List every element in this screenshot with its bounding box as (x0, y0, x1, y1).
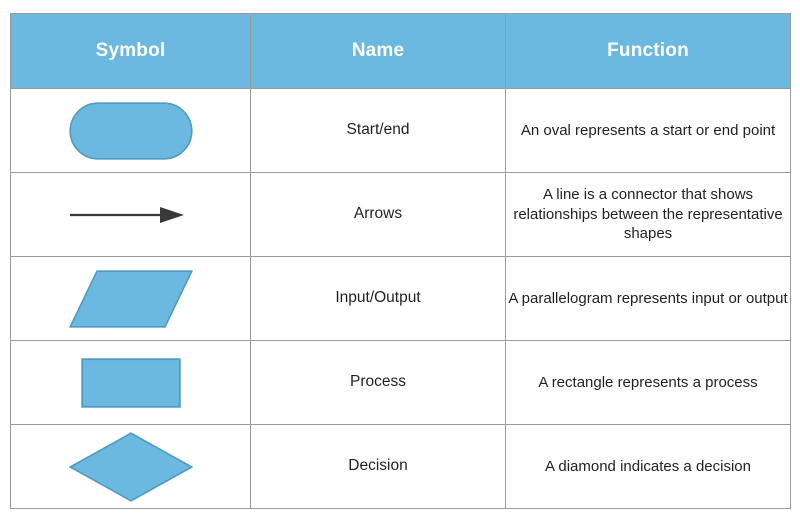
name-cell: Start/end (250, 88, 506, 173)
column-header-symbol: Symbol (10, 13, 251, 89)
rounded-rectangle-terminator-shape (68, 101, 193, 160)
diamond-shape (68, 431, 193, 502)
parallelogram-shape (68, 269, 193, 328)
table-header-row: Symbol Name Function (10, 13, 791, 89)
function-cell: A rectangle represents a process (505, 340, 791, 425)
table-header: Symbol Name Function (10, 13, 791, 89)
name-cell: Decision (250, 424, 506, 509)
function-cell: An oval represents a start or end point (505, 88, 791, 173)
table-body: Start/end An oval represents a start or … (10, 88, 791, 509)
symbol-cell (10, 424, 251, 509)
rectangle-shape (80, 357, 181, 408)
column-header-name: Name (250, 13, 506, 89)
table-row: Arrows A line is a connector that shows … (10, 172, 791, 257)
function-cell: A diamond indicates a decision (505, 424, 791, 509)
symbol-cell (10, 256, 251, 341)
name-cell: Input/Output (250, 256, 506, 341)
symbol-cell (10, 88, 251, 173)
name-cell: Process (250, 340, 506, 425)
name-cell: Arrows (250, 172, 506, 257)
symbol-cell (10, 340, 251, 425)
function-cell: A line is a connector that shows relatio… (505, 172, 791, 257)
column-header-function: Function (505, 13, 791, 89)
function-cell: A parallelogram represents input or outp… (505, 256, 791, 341)
symbol-cell (10, 172, 251, 257)
table-row: Input/Output A parallelogram represents … (10, 256, 791, 341)
arrow-connector-shape (69, 206, 184, 223)
table-row: Process A rectangle represents a process (10, 340, 791, 425)
table-row: Start/end An oval represents a start or … (10, 88, 791, 173)
table-row: Decision A diamond indicates a decision (10, 424, 791, 509)
flowchart-symbols-table: Symbol Name Function Start/end An oval r… (10, 13, 791, 509)
